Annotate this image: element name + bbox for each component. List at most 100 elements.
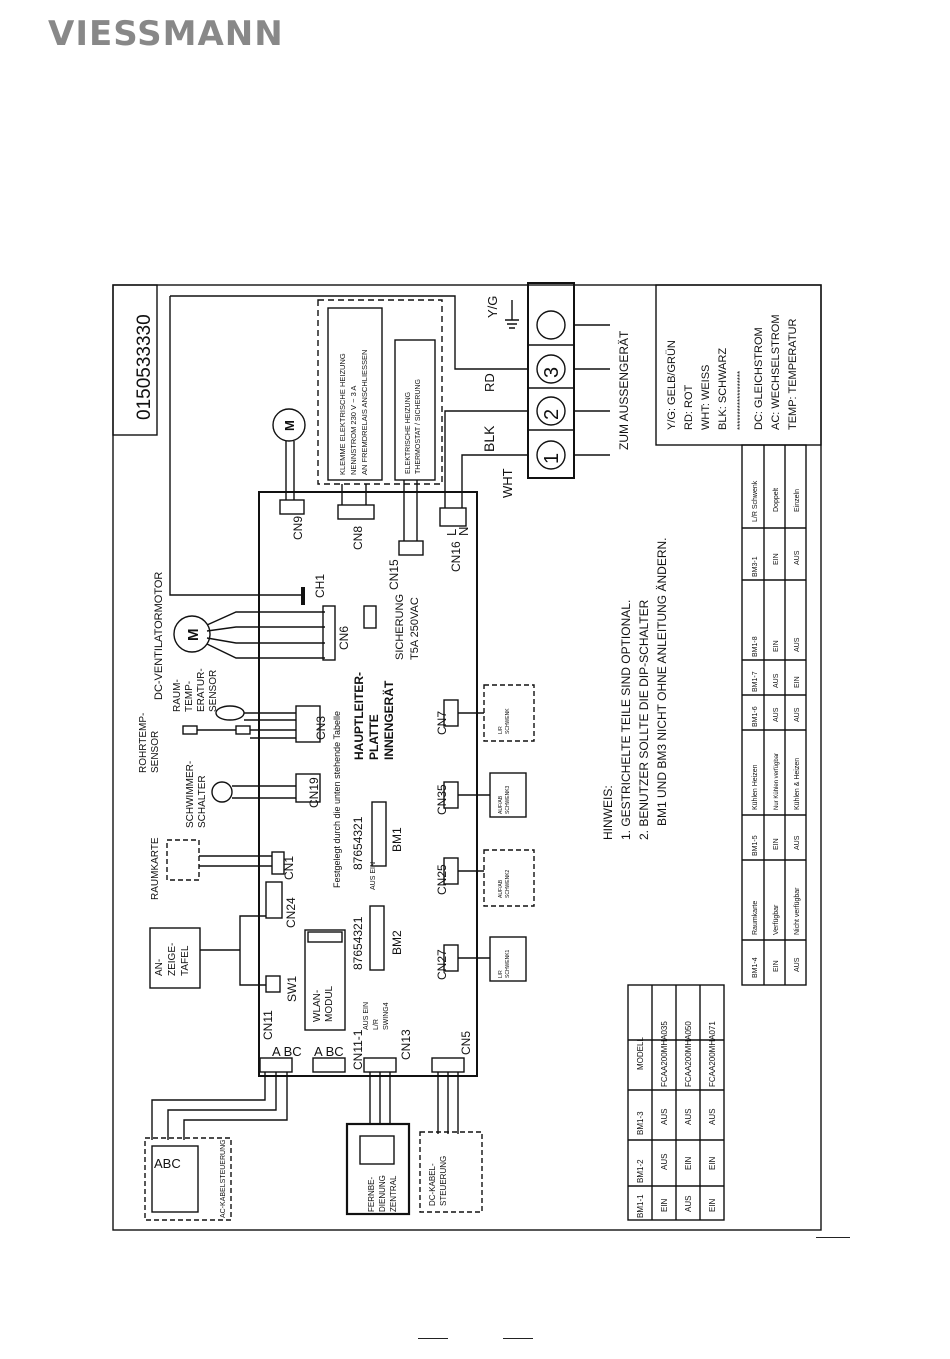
label-swing-lr1-0: L/R: [498, 970, 504, 978]
label-cn9: CN9: [291, 516, 305, 540]
fan-motor-m: M: [185, 629, 202, 642]
model-r1-3: FCAA200MHA050: [684, 1021, 693, 1087]
heat-box-0: KLEMME ELEKTRISCHE HEIZUNG: [338, 353, 347, 475]
label-swing4: SWING4: [383, 1002, 390, 1030]
label-abc3: ABC: [154, 1156, 181, 1171]
outdoor-terminal-block: [527, 282, 575, 479]
main-board: [258, 491, 478, 1077]
label-dc-fan: DC-VENTILATORMOTOR: [153, 572, 165, 700]
wire-rd: RD: [482, 373, 497, 392]
wire-yg: Y/G: [485, 296, 500, 318]
label-swing-ud2-0: AUF/AB: [498, 879, 504, 898]
cn9-connector: [279, 499, 305, 515]
roomcard-box: [166, 839, 200, 881]
terminal-3-label: 3: [541, 367, 563, 378]
label-swing-lr1-1: SCHWENK1: [505, 949, 511, 978]
legend-box: [655, 284, 822, 446]
legend-5: DC: GLEICHSTROM: [753, 327, 765, 430]
sw-c0-1: EIN: [773, 960, 780, 972]
sw-c2-1: EIN: [773, 838, 780, 850]
label-room-temp-0: RAUM-: [172, 679, 183, 712]
cn5-connector: [431, 1057, 465, 1073]
wire-blk: BLK: [481, 425, 497, 452]
notes-line-2: BM1 UND BM3 NICHT OHNE ANLEITUNG ÄNDERN.: [655, 538, 669, 827]
label-cn16: CN16: [449, 541, 463, 572]
model-r1-1: EIN: [684, 1156, 693, 1170]
label-fuse2: T5A 250VAC: [409, 597, 421, 660]
cn11-connector: [259, 1057, 293, 1073]
sw-c0-0: BM1-4: [752, 957, 759, 978]
sw-c5-1: AUS: [773, 673, 780, 688]
label-cn1: CN1: [282, 856, 296, 880]
legend-6: AC: WECHSELSTROM: [770, 314, 782, 430]
cn1-connector: [271, 851, 285, 875]
bm2-dip-switch: [369, 905, 385, 971]
sw-c6-2: AUS: [794, 637, 801, 652]
label-ch1: CH1: [313, 574, 327, 598]
label-cn3: CN3: [314, 716, 328, 740]
label-l: L: [444, 529, 459, 536]
doc-code: 0150533330: [134, 314, 155, 420]
sw-c7-1: EIN: [773, 553, 780, 565]
label-cn6: CN6: [337, 626, 351, 650]
cn24-connector: [265, 881, 283, 919]
label-remote-1: DIENUNG: [378, 1175, 387, 1212]
model-r0-0: EIN: [660, 1198, 669, 1212]
sw-c7-0: BM3-1: [752, 556, 759, 577]
sw-c5-2: EIN: [794, 676, 801, 688]
heat-inner-1: THERMOSTAT / SICHERUNG: [415, 379, 422, 474]
label-fuse1: SICHERUNG: [394, 594, 406, 660]
heater-motor-icon: [272, 408, 306, 442]
cn19-connector: [295, 773, 321, 803]
label-cn15: CN15: [387, 559, 401, 590]
label-lr: L/R: [373, 1019, 380, 1030]
footer-rule-1: [418, 1338, 448, 1339]
display-panel-box: [149, 927, 201, 989]
pipe-sensor-icon: [182, 725, 198, 735]
sw-c5-0: BM1-7: [752, 671, 759, 692]
wire-wht: WHT: [500, 468, 515, 498]
heater-motor-m: M: [282, 420, 297, 431]
label-room-temp-1: TEMP-: [184, 681, 195, 712]
label-swing-lr-1: SCHWENK: [505, 708, 511, 734]
label-cn13: CN13: [399, 1029, 413, 1060]
label-swing-lr-0: L/R: [498, 726, 504, 734]
notes-title: HINWEIS:: [601, 785, 615, 840]
label-cn35: CN35: [435, 784, 449, 815]
sw-c3-2: Kühlen & Heizen: [794, 758, 801, 810]
label-pipe-1: SENSOR: [150, 731, 161, 773]
sw-c8-2: Einzeln: [794, 489, 801, 512]
swing-ud2-box: [483, 849, 535, 907]
model-r1-2: AUS: [684, 1109, 693, 1125]
label-fixed-note: Festgelegt durch die unten stehende Tabe…: [332, 711, 342, 888]
sw-c1-1: Verfügbar: [773, 904, 780, 935]
cn13-connector: [363, 1057, 397, 1073]
legend-0: Y/G: GELB/GRÜN: [666, 340, 678, 430]
remote-box: [345, 1122, 411, 1216]
cn16-connector: [439, 507, 467, 527]
label-cn8: CN8: [351, 526, 365, 550]
label-swing-ud2-1: SCHWENK2: [505, 869, 511, 898]
label-room-temp-2: ERATUR-: [196, 668, 207, 712]
model-r0-3: FCAA200MHA035: [660, 1021, 669, 1087]
label-board-3: INNENGERÄT: [381, 680, 396, 760]
sw-c4-1: AUS: [773, 707, 780, 722]
label-cn24: CN24: [284, 897, 298, 928]
model-h1: BM1-2: [636, 1159, 645, 1183]
cn15-connector: [398, 540, 424, 556]
label-wlan-2: MODUL: [324, 985, 335, 1022]
label-swing-ud-1: SCHWENK3: [505, 785, 511, 814]
viessmann-logo: VIESSMANN: [48, 14, 284, 54]
sw-c2-0: BM1-5: [752, 835, 759, 856]
legend-3: BLK: SCHWARZ: [717, 348, 729, 430]
label-display-1: ZEIGE-: [167, 943, 178, 976]
outer-frame: [112, 284, 822, 1231]
label-dc-ctrl-0: DC-KABEL-: [428, 1163, 437, 1206]
model-r2-3: FCAA200MHA071: [708, 1021, 717, 1087]
notes-line-1: 2. BENUTZER SOLLTE DIE DIP-SCHALTER: [637, 599, 651, 840]
label-cn11: CN11: [261, 1010, 275, 1040]
label-bm1-auseinn: AUS EIN: [370, 862, 377, 890]
terminal-1: [536, 440, 566, 470]
label-aus-ein-lr: AUS EIN: [363, 1002, 370, 1030]
fan-motor-icon: [173, 615, 211, 653]
